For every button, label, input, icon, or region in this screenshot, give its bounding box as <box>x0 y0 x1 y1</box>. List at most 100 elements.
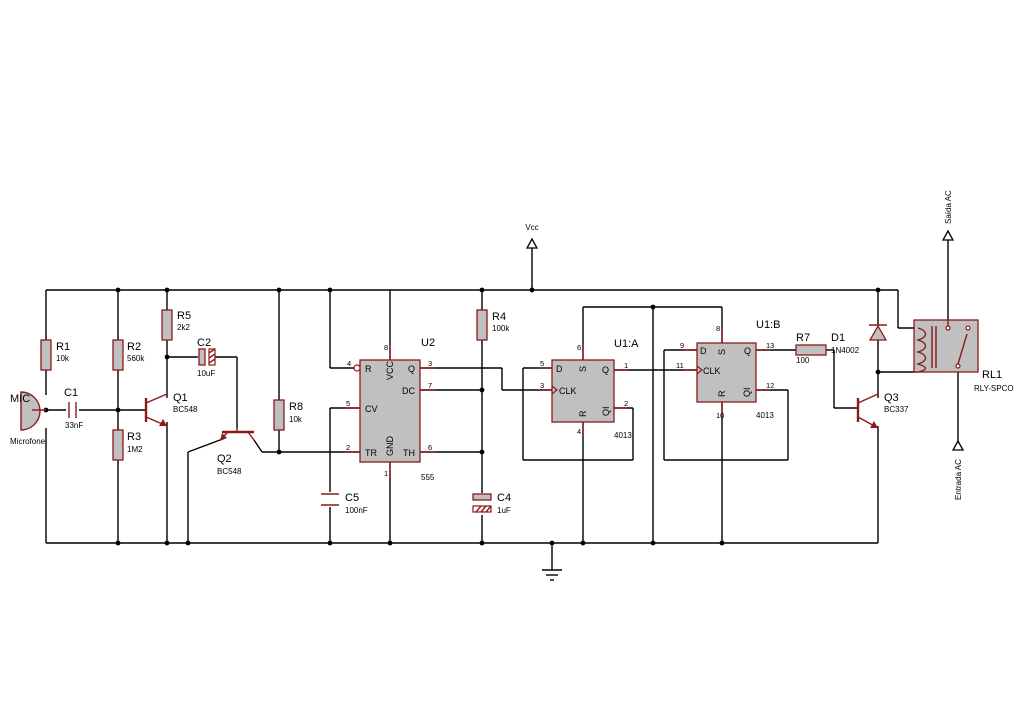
mic-ref: MIC <box>10 393 30 405</box>
u1b-pin-r: R <box>717 390 727 397</box>
r1-value: 10k <box>56 354 70 363</box>
diode-d1: D1 1N4002 <box>831 324 888 355</box>
ground-icon <box>542 569 562 581</box>
u1a-num-d: 5 <box>540 359 544 368</box>
r2-ref: R2 <box>127 341 141 353</box>
u2-pin-tr: TR <box>365 448 377 458</box>
entrada-ac-label: Entrada AC <box>954 459 963 500</box>
relay-rl1: RL1 RLY-SPCO <box>913 319 1014 393</box>
r3-value: 1M2 <box>127 445 143 454</box>
u2-pin-dc: DC <box>402 386 415 396</box>
ic-u2-555: R VCC Q DC CV TR GND TH 4 8 3 7 5 2 1 6 … <box>345 337 436 482</box>
transistor-q1: Q1 BC548 <box>144 392 198 427</box>
u1a-num-q: 1 <box>624 361 628 370</box>
u2-num-cv: 5 <box>346 399 350 408</box>
u1a-pin-q: Q <box>602 365 609 375</box>
u2-num-r: 4 <box>347 359 351 368</box>
junction-dots <box>43 287 881 546</box>
u2-pin-vcc: VCC <box>385 360 395 380</box>
c1-ref: C1 <box>64 387 78 399</box>
r1-ref: R1 <box>56 341 70 353</box>
c4-value: 1uF <box>497 506 511 515</box>
d1-ref: D1 <box>831 332 845 344</box>
u1b-pin-q: Q <box>744 346 751 356</box>
q2-ref: Q2 <box>217 453 232 465</box>
wires <box>45 240 959 570</box>
rl1-value: RLY-SPCO <box>974 384 1014 393</box>
u2-num-dc: 7 <box>428 381 432 390</box>
r3-ref: R3 <box>127 431 141 443</box>
q2-value: BC548 <box>217 467 242 476</box>
resistor-r4: R4 100k <box>476 309 510 341</box>
c5-value: 100nF <box>345 506 368 515</box>
u1b-value: 4013 <box>756 411 774 420</box>
u2-pin-q: Q <box>408 364 415 374</box>
ic-u1b-4013: D S Q CLK R QI 9 8 13 11 10 12 U1:B 4013 <box>676 319 780 420</box>
u2-num-vcc: 8 <box>384 343 388 352</box>
r4-value: 100k <box>492 324 510 333</box>
u1a-value: 4013 <box>614 431 632 440</box>
ic-u1a-4013: D S Q CLK R QI 5 6 1 3 4 2 U1:A 4013 <box>538 338 639 440</box>
c1-value: 33nF <box>65 421 83 430</box>
u1a-num-clk: 3 <box>540 381 544 390</box>
saida-ac-label: Saída AC <box>944 190 953 224</box>
u1b-pin-qi: QI <box>742 387 752 397</box>
u1a-pin-s: S <box>578 366 588 372</box>
u1a-num-s: 6 <box>577 343 581 352</box>
c4-ref: C4 <box>497 492 511 504</box>
u2-num-q: 3 <box>428 359 432 368</box>
r5-value: 2k2 <box>177 323 190 332</box>
q1-ref: Q1 <box>173 392 188 404</box>
q1-value: BC548 <box>173 405 198 414</box>
capacitor-c4: C4 1uF <box>472 492 511 515</box>
u1b-num-q: 13 <box>766 341 774 350</box>
resistor-r1: R1 10k <box>40 339 70 371</box>
capacitor-c5: C5 100nF <box>321 492 368 515</box>
u2-pin-gnd: GND <box>385 436 395 457</box>
u2-num-gnd: 1 <box>384 469 388 478</box>
u1b-ref: U1:B <box>756 319 780 331</box>
u1a-pin-r: R <box>578 410 588 417</box>
d1-value: 1N4002 <box>831 346 860 355</box>
r8-ref: R8 <box>289 401 303 413</box>
resistor-r8: R8 10k <box>273 399 303 431</box>
u1b-num-r: 10 <box>716 411 724 420</box>
u2-pin-cv: CV <box>365 404 378 414</box>
resistor-r2: R2 560k <box>112 339 145 371</box>
u1b-num-s: 8 <box>716 324 720 333</box>
u1a-pin-qi: QI <box>601 406 611 416</box>
resistor-r5: R5 2k2 <box>161 309 191 341</box>
microphone: MIC Microfone <box>10 391 46 446</box>
r5-ref: R5 <box>177 310 191 322</box>
r4-ref: R4 <box>492 311 506 323</box>
u2-pin-th: TH <box>403 448 415 458</box>
q3-value: BC337 <box>884 405 909 414</box>
u2-value: 555 <box>421 473 435 482</box>
c5-ref: C5 <box>345 492 359 504</box>
resistor-r7: R7 100 <box>795 332 827 365</box>
transistor-q2: Q2 BC548 <box>217 428 255 476</box>
u2-num-th: 6 <box>428 443 432 452</box>
u1b-num-qi: 12 <box>766 381 774 390</box>
u1b-pin-s: S <box>717 349 727 355</box>
u1a-num-r: 4 <box>577 427 581 436</box>
mic-value: Microfone <box>10 437 46 446</box>
u1b-pin-clk: CLK <box>703 366 721 376</box>
capacitor-c2: C2 10uF <box>197 337 216 378</box>
c2-value: 10uF <box>197 369 215 378</box>
u1a-num-qi: 2 <box>624 399 628 408</box>
c2-ref: C2 <box>197 337 211 349</box>
r7-ref: R7 <box>796 332 810 344</box>
u1a-pin-d: D <box>556 364 563 374</box>
saida-ac-terminal: Saída AC <box>941 190 955 241</box>
u2-num-tr: 2 <box>346 443 350 452</box>
resistor-r3: R3 1M2 <box>112 429 143 461</box>
r8-value: 10k <box>289 415 303 424</box>
vcc-label: Vcc <box>525 223 538 232</box>
q3-ref: Q3 <box>884 392 899 404</box>
u1b-num-clk: 11 <box>676 361 684 370</box>
u2-pin-r: R <box>365 364 372 374</box>
transistor-q3: Q3 BC337 <box>856 392 909 429</box>
u1a-ref: U1:A <box>614 338 639 350</box>
